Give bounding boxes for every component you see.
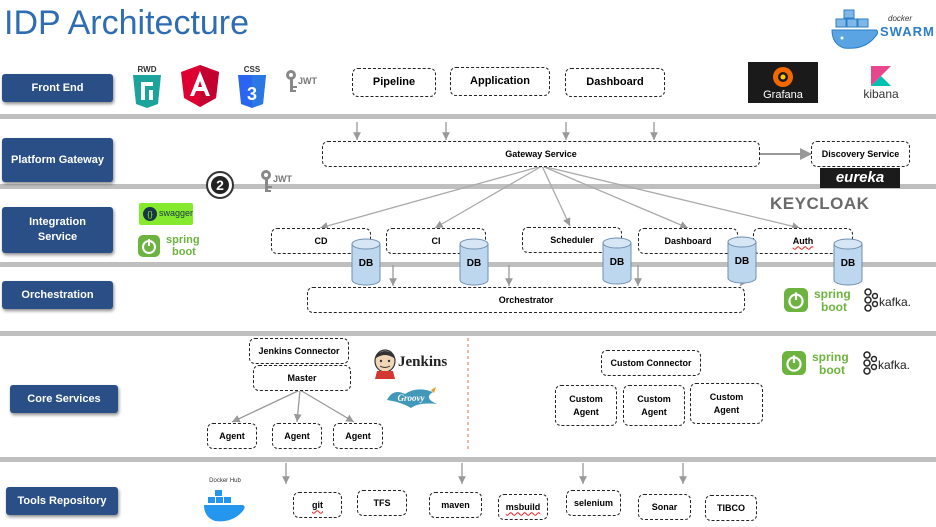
msbuild-box[interactable]: msbuild: [498, 494, 548, 520]
css-text: CSS: [244, 65, 261, 74]
git-label: git: [312, 499, 323, 510]
agent-box-3[interactable]: Agent: [333, 423, 383, 449]
swarm-text: SWARM: [880, 24, 935, 39]
agent-box-2[interactable]: Agent: [272, 423, 322, 449]
grafana-logo: Grafana: [748, 62, 818, 103]
orchestrator-box[interactable]: Orchestrator: [307, 287, 745, 313]
custom-agent-line1: Custom: [569, 393, 603, 404]
layer-core-services: Core Services: [10, 385, 118, 413]
oauth-text: 2: [216, 177, 224, 193]
git-box[interactable]: git: [293, 492, 342, 518]
dashboard-service-box[interactable]: Dashboard: [638, 228, 738, 254]
auth-label: Auth: [792, 235, 814, 246]
layer-tools-repository: Tools Repository: [6, 487, 118, 515]
spring-text: spring: [166, 234, 200, 246]
discovery-service-box[interactable]: Discovery Service: [811, 141, 910, 167]
db-label: DB: [734, 256, 750, 267]
custom-agent-line2: Agent: [713, 404, 740, 415]
rwd-logo: RWD: [131, 64, 163, 108]
custom-agent-line1: Custom: [637, 393, 671, 404]
kafka-logo-orchestration: kafka.: [862, 288, 918, 314]
sonar-box[interactable]: Sonar: [638, 494, 691, 520]
svg-text:{}: {}: [147, 210, 153, 219]
custom-agent-line2: Agent: [641, 406, 667, 417]
docker-hub-logo: Docker Hub: [203, 478, 247, 524]
jenkins-text: Jenkins: [398, 354, 448, 370]
jenkins-logo: Jenkins: [372, 349, 462, 379]
groovy-logo: Groovy: [383, 386, 439, 410]
oauth2-logo: 2: [206, 170, 234, 200]
db-cylinder-scheduler: DB: [602, 237, 632, 285]
jwt-key-icon: JWT: [284, 68, 320, 94]
divider-core: [0, 457, 936, 462]
maven-box[interactable]: maven: [429, 492, 482, 518]
jwt-text: JWT: [298, 76, 318, 86]
custom-agent-box-2[interactable]: Custom Agent: [623, 385, 685, 426]
db-cylinder-auth: DB: [833, 238, 863, 286]
jwt-text-gateway: JWT: [273, 174, 293, 184]
docker-small-text: docker: [888, 14, 913, 23]
docker-swarm-logo: docker SWARM: [830, 8, 934, 52]
groovy-text: Groovy: [398, 393, 426, 403]
boot-text: boot: [172, 246, 196, 258]
db-cylinder-ci: DB: [459, 238, 489, 286]
db-cylinder-dashboard: DB: [727, 236, 757, 284]
custom-agent-line1: Custom: [709, 391, 744, 402]
db-label: DB: [358, 258, 374, 269]
boot-text: boot: [821, 300, 847, 314]
application-box[interactable]: Application: [450, 67, 550, 96]
swagger-logo: {} swagger: [139, 203, 193, 225]
boot-text: boot: [819, 363, 845, 377]
agent-box-1[interactable]: Agent: [207, 423, 257, 449]
master-box[interactable]: Master: [253, 365, 351, 391]
kafka-text: kafka.: [879, 295, 912, 309]
custom-agent-box-3[interactable]: Custom Agent: [690, 383, 763, 424]
layer-platform-gateway: Platform Gateway: [2, 138, 113, 182]
jwt-key-icon-gateway: JWT: [259, 168, 295, 194]
layer-integration-service: Integration Service: [2, 207, 113, 253]
custom-connector-box[interactable]: Custom Connector: [601, 350, 701, 376]
kibana-text: kibana: [863, 87, 899, 101]
divider-orchestration: [0, 331, 936, 336]
css3-logo: CSS 3: [236, 64, 268, 108]
tibco-box[interactable]: TIBCO: [705, 495, 757, 521]
dashboard-box[interactable]: Dashboard: [565, 68, 665, 97]
gateway-service-box[interactable]: Gateway Service: [322, 141, 760, 167]
grafana-text: Grafana: [763, 89, 803, 101]
svg-text:3: 3: [247, 84, 257, 104]
db-cylinder-cd: DB: [351, 238, 381, 286]
spring-boot-logo-integration: spring boot: [138, 233, 202, 259]
db-label: DB: [466, 258, 482, 269]
spring-boot-logo-orchestration: spring boot: [784, 287, 856, 314]
msbuild-label: msbuild: [505, 501, 541, 512]
layer-front-end: Front End: [2, 74, 113, 102]
pipeline-box[interactable]: Pipeline: [352, 68, 436, 97]
layer-orchestration: Orchestration: [2, 281, 113, 309]
kafka-text: kafka.: [878, 358, 911, 372]
rwd-text: RWD: [138, 65, 157, 74]
kibana-logo: kibana: [854, 64, 908, 104]
keycloak-logo: KEYCLOAK: [770, 194, 870, 213]
jenkins-connector-box[interactable]: Jenkins Connector: [249, 338, 349, 364]
custom-agent-line2: Agent: [573, 406, 599, 417]
spring-text: spring: [812, 350, 849, 364]
angular-logo: [179, 64, 221, 108]
kafka-logo-core: kafka.: [861, 351, 917, 377]
spring-boot-logo-core: spring boot: [782, 350, 854, 377]
selenium-box[interactable]: selenium: [566, 490, 621, 516]
custom-agent-box-1[interactable]: Custom Agent: [555, 385, 617, 426]
docker-hub-text: Docker Hub: [209, 478, 241, 484]
divider-frontend: [0, 114, 936, 119]
eureka-logo: eureka: [820, 168, 900, 188]
spring-text: spring: [814, 287, 851, 301]
db-label: DB: [609, 257, 625, 268]
swagger-text: swagger: [159, 208, 194, 218]
tfs-box[interactable]: TFS: [357, 490, 407, 516]
db-label: DB: [840, 258, 856, 269]
page-title: IDP Architecture: [4, 4, 250, 42]
